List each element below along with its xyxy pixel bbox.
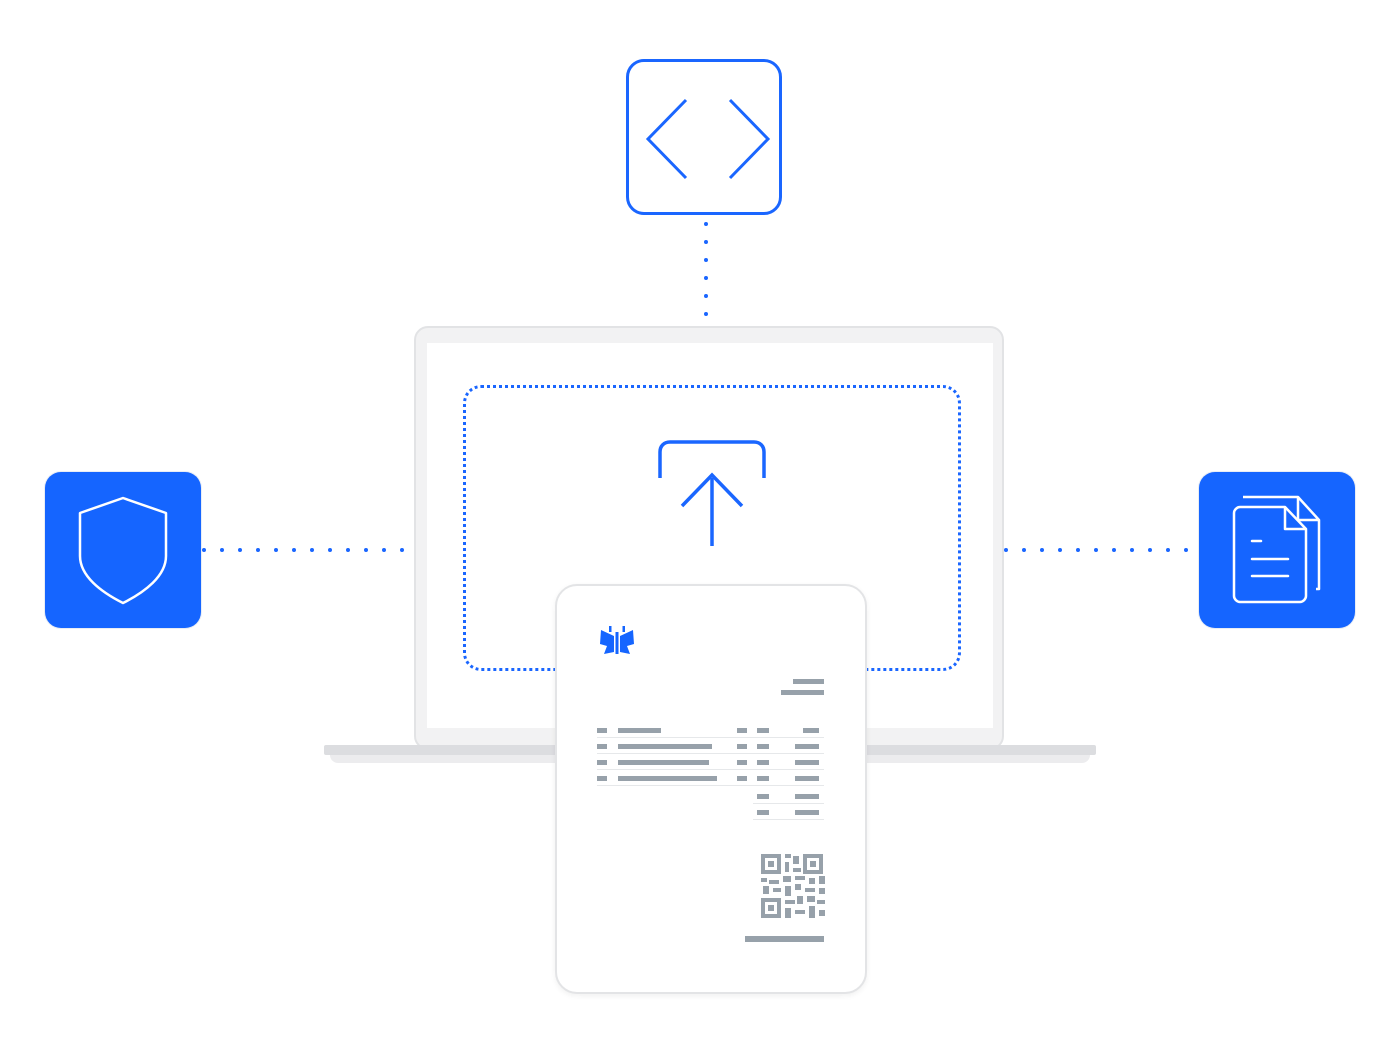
list-item-bullet [597, 776, 607, 781]
list-item-description [618, 744, 712, 749]
total-label [757, 794, 769, 799]
list-item-price [757, 744, 769, 749]
divider [597, 737, 824, 738]
divider [753, 819, 824, 820]
butterfly-logo-icon [600, 626, 634, 654]
upload-icon[interactable] [652, 432, 772, 552]
code-brackets-icon [645, 98, 771, 180]
list-item-total [795, 776, 819, 781]
qr-code [761, 854, 825, 918]
list-item-total [795, 760, 819, 765]
list-item-total [795, 744, 819, 749]
receipt-header-line [793, 679, 824, 684]
total-value [795, 794, 819, 799]
divider [597, 785, 824, 786]
receipt-footer-line [745, 936, 824, 942]
receipt-header-line [781, 690, 824, 695]
total-label [757, 810, 769, 815]
divider [597, 753, 824, 754]
list-item-bullet [597, 728, 607, 733]
list-item-description [618, 760, 709, 765]
list-item-qty [737, 776, 747, 781]
documents-tile [1199, 472, 1355, 628]
list-item-total [803, 728, 819, 733]
list-item-description [618, 776, 717, 781]
list-item-bullet [597, 760, 607, 765]
list-item-bullet [597, 744, 607, 749]
shield-icon [78, 496, 168, 605]
list-item-qty [737, 744, 747, 749]
documents-icon [1232, 495, 1321, 604]
total-value [795, 810, 819, 815]
list-item-qty [737, 728, 747, 733]
list-item-price [757, 776, 769, 781]
divider [753, 803, 824, 804]
list-item-qty [737, 760, 747, 765]
code-tile [626, 59, 782, 215]
receipt-card [555, 584, 867, 994]
list-item-description [618, 728, 661, 733]
list-item-price [757, 760, 769, 765]
divider [597, 769, 824, 770]
list-item-price [757, 728, 769, 733]
security-tile [45, 472, 201, 628]
